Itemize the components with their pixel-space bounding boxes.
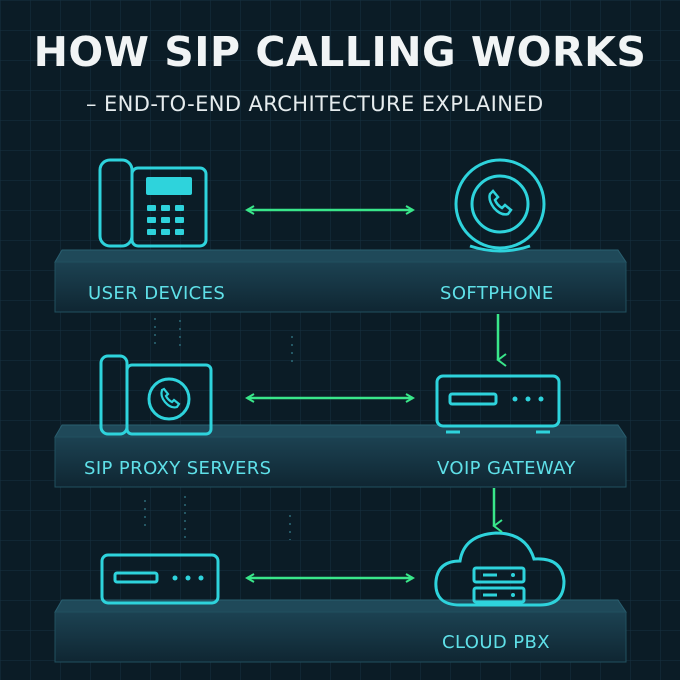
label-voip-gateway: VOIP GATEWAY <box>437 458 576 479</box>
page-title: HOW SIP CALLING WORKS <box>33 28 647 76</box>
server-box-icon <box>100 553 220 605</box>
platform-top <box>54 249 627 313</box>
label-cloud-pbx: CLOUD PBX <box>442 632 551 653</box>
label-sip-proxy-servers: SIP PROXY SERVERS <box>84 458 272 479</box>
label-softphone: SOFTPHONE <box>440 283 554 304</box>
desk-phone-icon <box>98 158 208 248</box>
page-subtitle: – END-TO-END ARCHITECTURE EXPLAINED <box>86 92 544 116</box>
cloud-server-icon <box>434 531 566 607</box>
data-lines-decoration <box>144 318 293 540</box>
label-user-devices: USER DEVICES <box>88 283 226 304</box>
sip-proxy-phone-icon <box>99 354 213 436</box>
voip-gateway-icon <box>435 374 561 434</box>
softphone-icon <box>454 158 546 253</box>
